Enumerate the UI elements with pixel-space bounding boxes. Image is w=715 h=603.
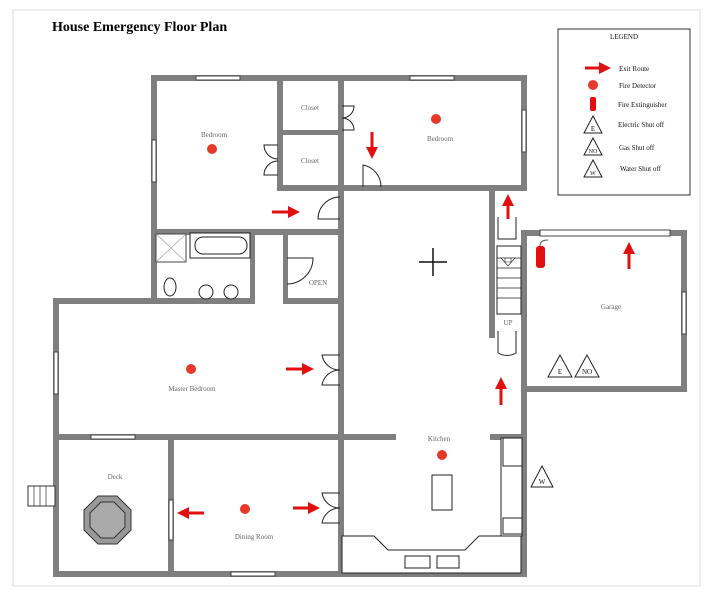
fire-detector-icon <box>186 364 196 374</box>
page-title: House Emergency Floor Plan <box>52 20 227 35</box>
legend-water-symbol: W <box>590 171 596 177</box>
water-shutoff-icon <box>530 464 554 488</box>
legend-fire-detector-icon <box>588 80 598 90</box>
legend-fire-extinguisher-icon <box>590 97 596 111</box>
fire-detector-icon <box>207 144 217 154</box>
fire-extinguisher-icon <box>536 239 549 268</box>
fire-detector-icon <box>431 114 441 124</box>
legend-gas-symbol: NO <box>589 149 598 155</box>
fixtures <box>27 232 523 574</box>
fire-detector-icon <box>437 450 447 460</box>
room-label-garage: Garage <box>601 303 621 311</box>
electric-shutoff-symbol: E <box>558 368 562 376</box>
room-label-open: OPEN <box>309 279 327 287</box>
electric-shutoff-icon <box>547 353 573 378</box>
compass-cross-icon <box>419 248 447 276</box>
legend: LEGEND Exit Route Fire Detector Fire Ext… <box>557 28 691 196</box>
legend-water-icon <box>583 158 603 178</box>
deck-steps <box>27 485 56 507</box>
exit-routes <box>177 132 635 519</box>
legend-heading: LEGEND <box>610 33 638 41</box>
room-label-bedroom-right: Bedroom <box>427 135 454 143</box>
gas-shutoff-symbol: NO <box>582 368 592 376</box>
doors <box>263 105 517 524</box>
legend-label-fire-detector: Fire Detector <box>619 82 657 90</box>
water-shutoff-symbol: W <box>539 478 546 486</box>
gas-shutoff-icon <box>574 353 600 378</box>
legend-label-water: Water Shut off <box>620 165 662 173</box>
room-label-kitchen: Kitchen <box>428 435 451 443</box>
stairs-label: UP <box>504 319 513 327</box>
fire-detector-icon <box>240 504 250 514</box>
legend-label-exit-route: Exit Route <box>619 65 649 73</box>
legend-label-gas: Gas Shut off <box>619 144 655 152</box>
room-label-closet-bottom: Closet <box>301 157 319 165</box>
legend-gas-icon <box>583 136 603 156</box>
room-label-deck: Deck <box>108 473 123 481</box>
windows <box>53 75 687 577</box>
room-label-dining-room: Dining Room <box>235 533 274 541</box>
legend-label-fire-extinguisher: Fire Extinguisher <box>618 101 667 109</box>
room-label-bedroom-left: Bedroom <box>201 131 228 139</box>
legend-electric-symbol: E <box>591 125 595 133</box>
room-label-closet-top: Closet <box>301 104 319 112</box>
fire-detectors <box>186 114 447 514</box>
legend-label-electric: Electric Shut off <box>618 121 665 129</box>
legend-electric-icon <box>583 114 603 134</box>
room-label-master-bedroom: Master Bedroom <box>168 385 216 393</box>
